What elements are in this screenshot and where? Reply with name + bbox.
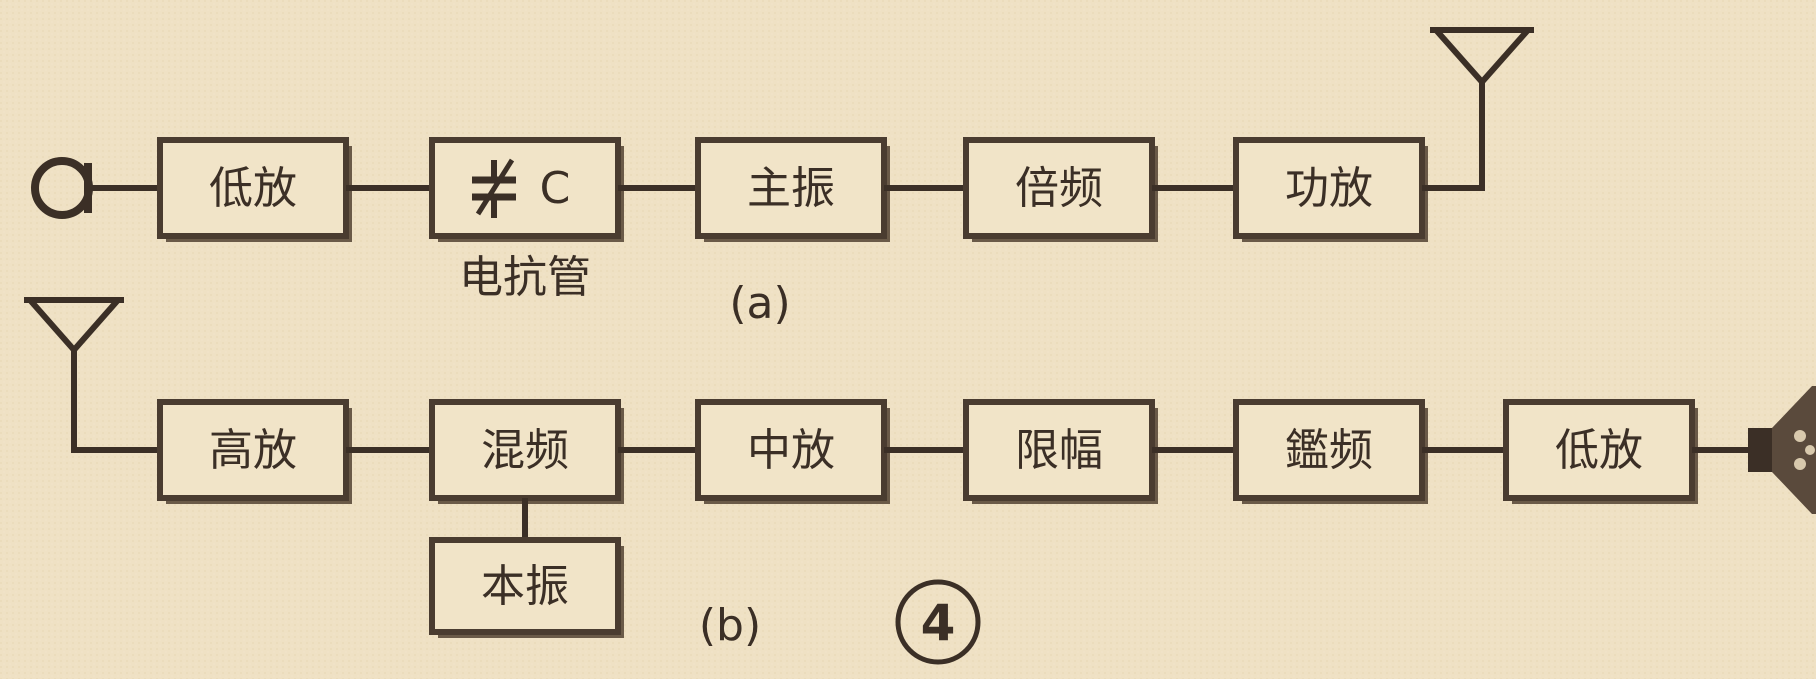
- variable-capacitor-icon: [472, 158, 516, 218]
- microphone-icon: [31, 157, 93, 219]
- block-label: 中放: [747, 425, 835, 476]
- block-label: 混频: [481, 425, 569, 476]
- capacitor-letter: C: [540, 163, 571, 214]
- block-label: 鑑频: [1285, 425, 1373, 476]
- block-label: 低放: [1555, 425, 1643, 476]
- block-frequency-multiplier: 倍频: [963, 137, 1158, 242]
- diagram-b: 高放 混频 本振 中放 限幅: [24, 297, 1816, 665]
- block-if-amp: 中放: [695, 399, 890, 504]
- block-mixer: 混频: [429, 399, 624, 504]
- block-limiter: 限幅: [963, 399, 1158, 504]
- wire: [71, 350, 160, 453]
- block-label: 低放: [209, 163, 297, 214]
- block-power-amp: 功放: [1233, 137, 1428, 242]
- speaker-icon: [1748, 386, 1816, 514]
- block-rf-amp: 高放: [157, 399, 352, 504]
- block-label: 本振: [481, 561, 569, 612]
- antenna-icon: [1430, 27, 1534, 87]
- block-master-oscillator: 主振: [695, 137, 890, 242]
- block-label: 限幅: [1015, 425, 1103, 476]
- block-discriminator: 鑑频: [1233, 399, 1428, 504]
- block-label: 高放: [209, 425, 297, 476]
- diagram-a: 低放 C 电抗管 主振 倍频: [31, 27, 1534, 329]
- block-low-amp-b: 低放: [1503, 399, 1698, 504]
- block-low-amp-a: 低放: [157, 137, 352, 242]
- caption-a: (a): [729, 278, 790, 329]
- figure-number: 4: [921, 594, 956, 652]
- block-label: 主振: [747, 163, 835, 214]
- wire: [1422, 82, 1485, 191]
- reactance-tube-label: 电抗管: [459, 252, 591, 303]
- block-label: 功放: [1285, 163, 1373, 214]
- caption-b: (b): [699, 600, 761, 651]
- block-local-oscillator: 本振: [429, 537, 624, 638]
- block-reactance-tube: C: [429, 137, 624, 242]
- figure-number-badge: 4: [895, 579, 981, 665]
- block-label: 倍频: [1015, 163, 1103, 214]
